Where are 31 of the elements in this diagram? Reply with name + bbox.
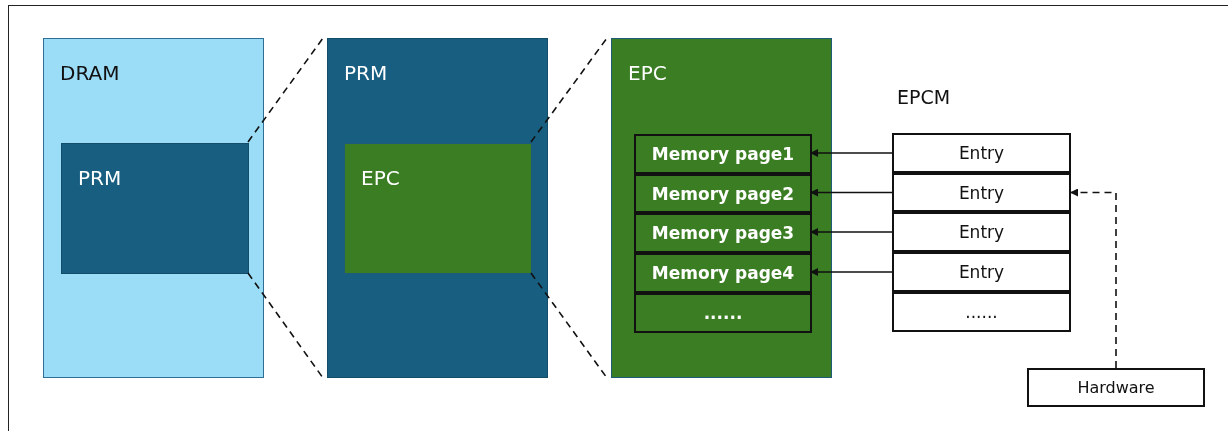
region-label: EPC	[361, 166, 400, 190]
arrow	[810, 188, 893, 197]
arrow	[810, 149, 893, 157]
memory-region-box	[611, 38, 832, 378]
memory-page-row: Memory page2	[634, 174, 812, 213]
dashed-line	[247, 37, 324, 143]
dashed-line	[530, 272, 608, 379]
memory-page-row: Memory page3	[634, 213, 812, 253]
memory-region-box	[327, 38, 548, 378]
memory-page-row: Memory page4	[634, 253, 812, 293]
memory-page-row: Memory page1	[634, 134, 812, 174]
memory-region-box	[43, 38, 264, 378]
dashed-arrow	[1070, 188, 1117, 369]
arrow	[810, 228, 893, 236]
process-box: Hardware	[1027, 368, 1205, 407]
arrow	[810, 268, 893, 276]
table-heading: EPCM	[897, 86, 951, 108]
table-row: Entry	[892, 212, 1071, 252]
region-label: PRM	[78, 166, 122, 190]
region-label: EPC	[628, 61, 667, 85]
table-row: Entry	[892, 252, 1071, 292]
region-label: PRM	[344, 61, 388, 85]
memory-region-box	[344, 143, 532, 274]
table-row: Entry	[892, 133, 1071, 173]
memory-page-row: ......	[634, 293, 812, 333]
region-label: DRAM	[60, 61, 120, 85]
memory-region-box	[61, 143, 249, 274]
dashed-line	[530, 37, 608, 143]
dashed-line	[247, 272, 324, 379]
table-row: ......	[892, 292, 1071, 332]
table-row: Entry	[892, 173, 1071, 212]
